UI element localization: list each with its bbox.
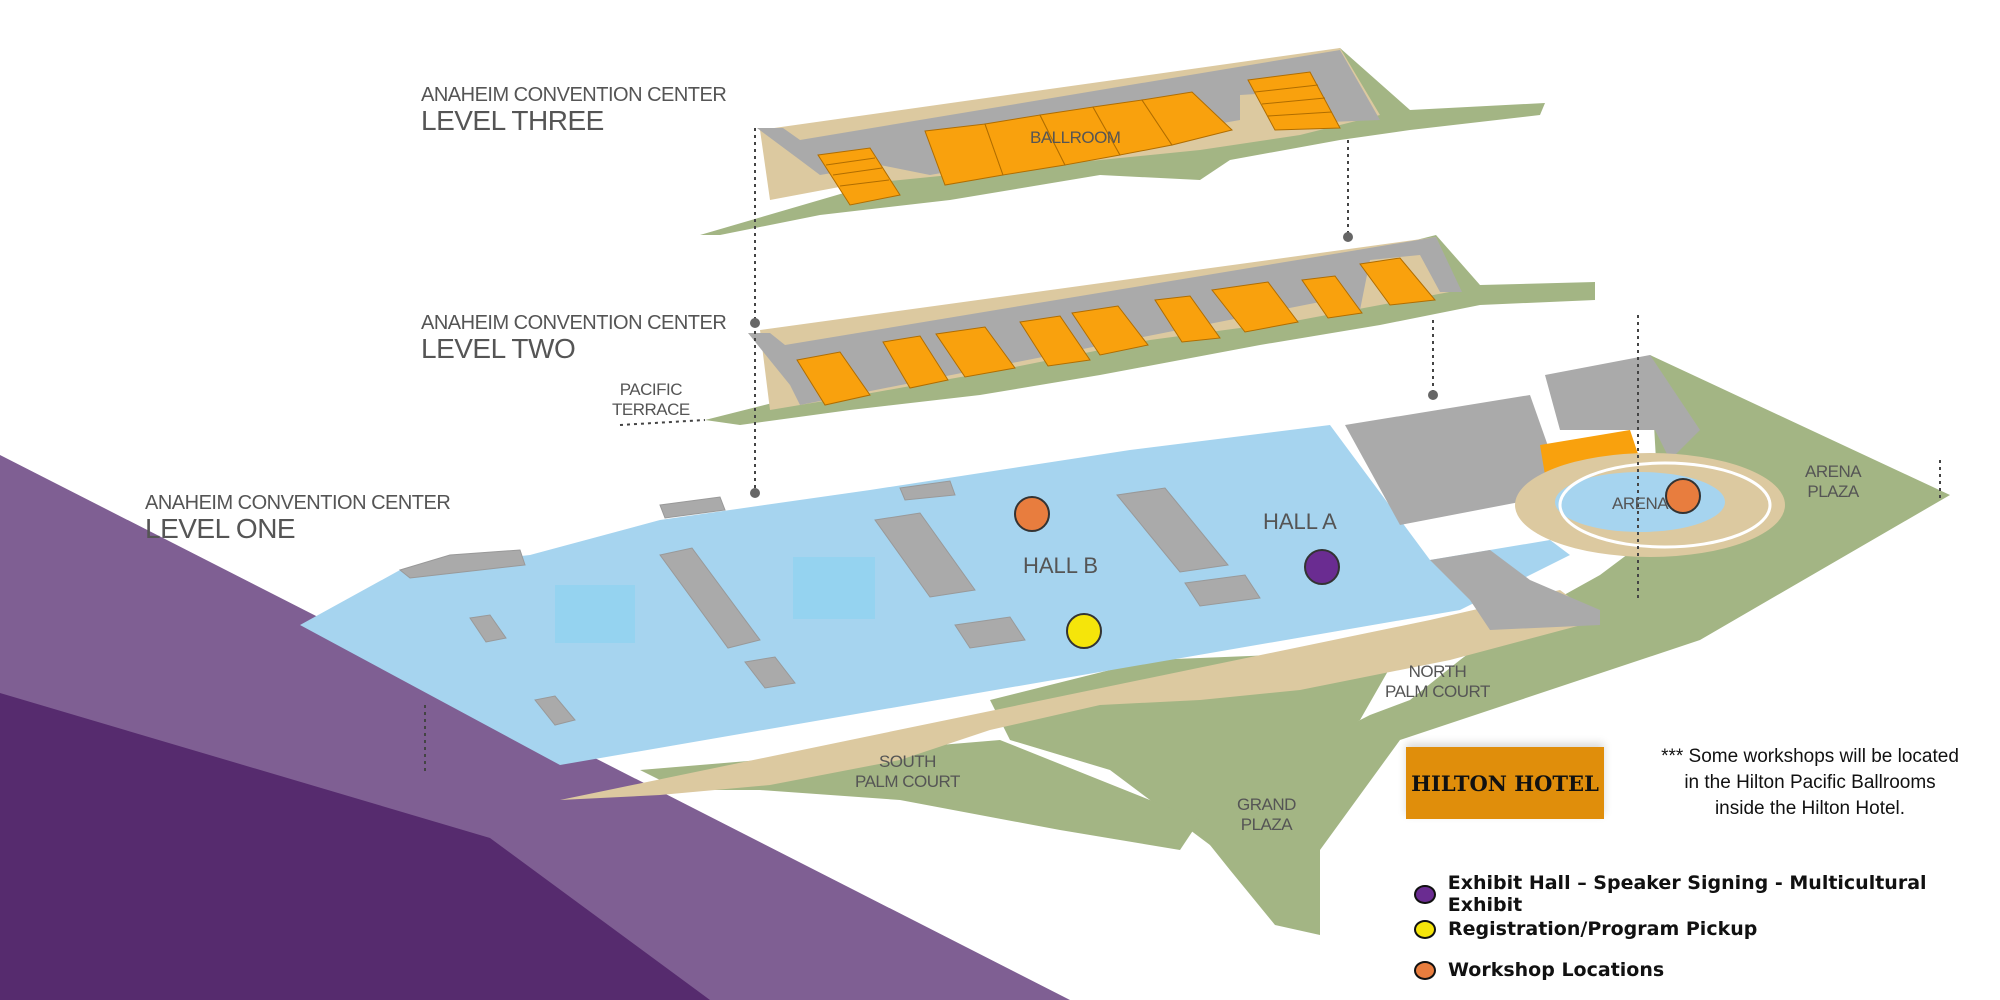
hall-b-label: HALL B (1023, 553, 1099, 578)
level-one-grey-blocks (398, 480, 1261, 726)
workshop-dot-arena (1665, 478, 1701, 514)
level-two-subtitle: ANAHEIM CONVENTION CENTER (421, 312, 727, 334)
registration-dot (1066, 613, 1102, 649)
registration-legend-dot (1414, 919, 1436, 939)
arena-label: ARENA (1612, 494, 1669, 513)
south-palm-line1: SOUTH (878, 752, 936, 771)
south-palm-line2: PALM COURT (855, 771, 960, 791)
legend-item-workshop: Workshop Locations (1414, 959, 1664, 981)
north-palm-line1: NORTH (1408, 662, 1467, 681)
north-palm-line2: PALM COURT (1385, 681, 1490, 701)
grand-plaza-line1: GRAND (1237, 795, 1296, 814)
workshop-dot-hall-b (1014, 496, 1050, 532)
level-three-subtitle: ANAHEIM CONVENTION CENTER (421, 84, 727, 106)
note-line2: in the Hilton Pacific Ballrooms (1684, 772, 1936, 794)
level-one-label: ANAHEIM CONVENTION CENTER LEVEL ONE (145, 492, 451, 544)
grand-plaza-label: GRAND PLAZA (1237, 795, 1296, 834)
hilton-hotel-badge: HILTON HOTEL (1406, 747, 1604, 819)
level-two-rooms (796, 257, 1436, 406)
level-one-grey-right2 (1430, 550, 1600, 630)
legend-item-registration: Registration/Program Pickup (1414, 918, 1757, 940)
level-one-subtitle: ANAHEIM CONVENTION CENTER (145, 492, 451, 514)
level-three-title: LEVEL THREE (421, 105, 604, 136)
workshop-legend-dot (1414, 960, 1436, 980)
level-one-title: LEVEL ONE (145, 513, 296, 544)
level-two-title: LEVEL TWO (421, 333, 576, 364)
purple-dark-shape (0, 693, 710, 1000)
workshop-note: *** Some workshops will be located in th… (1630, 744, 1990, 823)
legend-label-workshop: Workshop Locations (1448, 959, 1665, 981)
legend-label-registration: Registration/Program Pickup (1448, 918, 1758, 940)
note-line1: *** Some workshops will be located (1661, 746, 1959, 767)
arena-plaza-line1: ARENA (1805, 462, 1862, 481)
exhibit-legend-dot (1414, 884, 1436, 904)
pacific-terrace-label: PACIFIC TERRACE (612, 380, 690, 419)
level-two-label: ANAHEIM CONVENTION CENTER LEVEL TWO (421, 312, 727, 364)
level-one-tan (560, 590, 1600, 800)
faded-block-2 (793, 557, 875, 619)
arena-plaza-line2: PLAZA (1807, 481, 1859, 501)
legend-label-exhibit: Exhibit Hall – Speaker Signing - Multicu… (1447, 872, 1927, 916)
exhibit-dot-hall-a (1304, 549, 1340, 585)
legend-item-exhibit: Exhibit Hall – Speaker Signing - Multicu… (1414, 872, 2000, 916)
faded-block-1 (555, 585, 635, 643)
ballroom-label: BALLROOM (1030, 128, 1121, 147)
grand-plaza-line2: PLAZA (1240, 814, 1293, 834)
level-one-grey-top (1545, 355, 1700, 460)
south-palm-court-label: SOUTH PALM COURT (855, 752, 960, 791)
hall-a-label: HALL A (1263, 509, 1337, 534)
arena-plaza-label: ARENA PLAZA (1805, 462, 1862, 501)
pacific-terrace-line1: PACIFIC (619, 380, 683, 399)
level-three-label: ANAHEIM CONVENTION CENTER LEVEL THREE (421, 84, 727, 136)
level-one-grey-right (1345, 395, 1560, 525)
north-palm-court-label: NORTH PALM COURT (1385, 662, 1490, 701)
pacific-terrace-line2: TERRACE (612, 399, 690, 419)
note-line3: inside the Hilton Hotel. (1714, 798, 1906, 820)
